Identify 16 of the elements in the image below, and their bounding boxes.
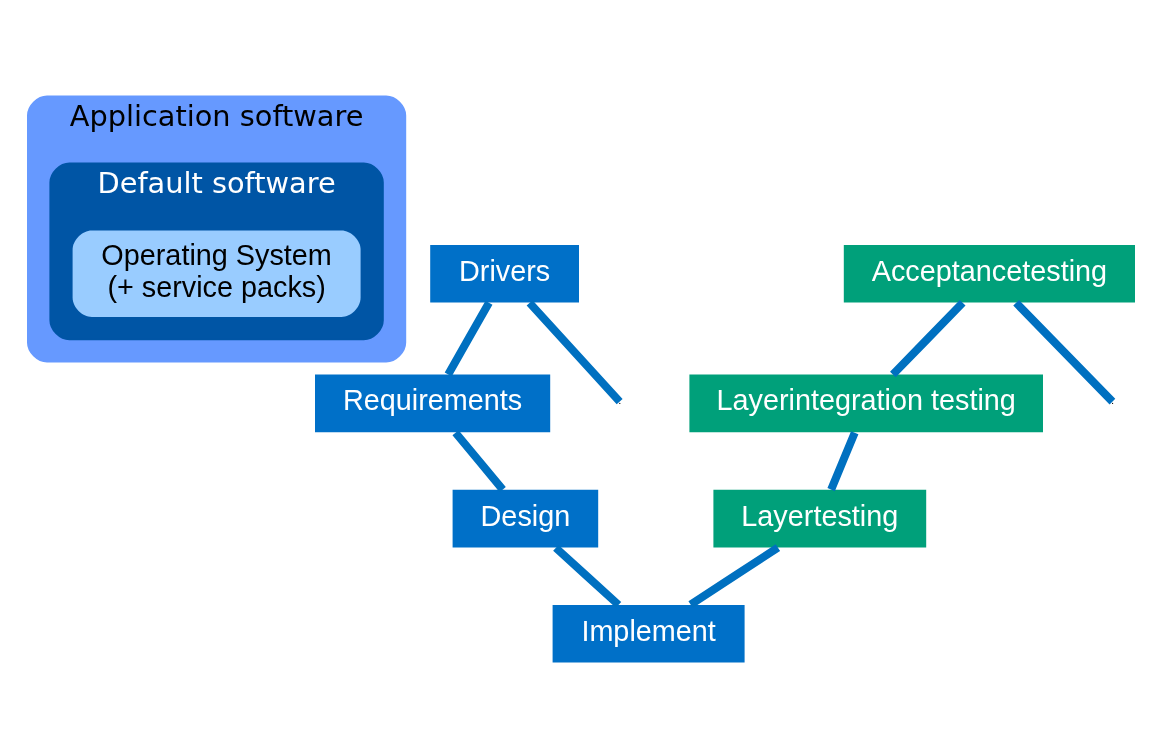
connector (452, 429, 506, 492)
node-box: Drivers (430, 244, 579, 303)
node-box: Design (452, 489, 599, 547)
connector (890, 299, 966, 377)
connector (526, 299, 623, 404)
node-box: Operating System (+ service packs) (72, 230, 361, 317)
node-box: Acceptancetesting (843, 244, 1135, 303)
connector (553, 544, 622, 608)
node-box: Layertesting (713, 489, 927, 547)
node-box: Layerintegration testing (689, 374, 1043, 432)
connector (688, 543, 781, 608)
node-box: Requirements (315, 374, 551, 432)
connector (1013, 299, 1116, 404)
connector (827, 430, 859, 491)
connector (444, 300, 493, 376)
node-box: Implement (552, 604, 745, 663)
